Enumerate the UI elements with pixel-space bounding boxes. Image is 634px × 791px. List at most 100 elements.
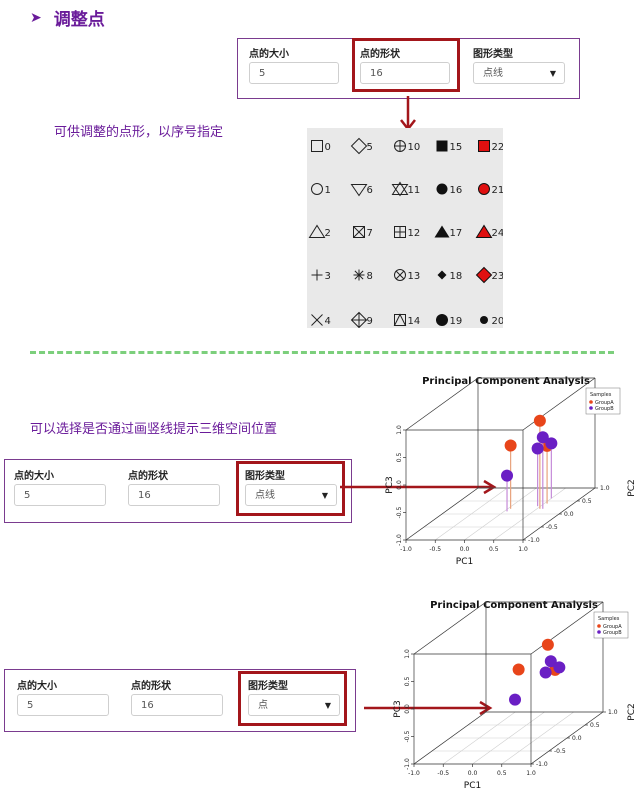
shape-number-label: 17 xyxy=(450,228,463,239)
shape-number-label: 18 xyxy=(450,271,463,282)
size-input[interactable]: 5 xyxy=(249,62,339,84)
y-tick-label: -0.5 xyxy=(404,730,411,742)
x-tick-label: 0.0 xyxy=(468,770,478,777)
z-axis-label: PC2 xyxy=(627,703,634,720)
caret-down-icon: ▼ xyxy=(549,69,556,78)
shape-red-square-icon xyxy=(478,140,490,152)
type-label: 图形类型 xyxy=(248,681,288,692)
chart-title: Principal Component Analysis xyxy=(430,600,598,611)
y-tick-label: 1.0 xyxy=(404,649,411,659)
shape-filled-circle-small-icon xyxy=(480,316,488,324)
shape-circle-x-icon xyxy=(394,269,406,281)
x-tick-label: 0.0 xyxy=(460,546,470,553)
legend-label: GroupB xyxy=(603,630,622,636)
data-point-groupb xyxy=(501,469,514,482)
shape-label: 点的形状 xyxy=(128,471,168,482)
shape-square-triangle-icon xyxy=(393,313,407,326)
shape-number-label: 13 xyxy=(408,271,421,282)
shape-number-label: 6 xyxy=(367,185,373,196)
highlight-box-shape xyxy=(352,38,460,92)
data-point-groupb xyxy=(536,431,549,444)
y-tick-label: 0.5 xyxy=(396,453,403,463)
data-point-groupb xyxy=(545,437,558,450)
y-tick-label: 0.0 xyxy=(396,480,403,490)
data-point-groupa xyxy=(504,439,517,452)
type-select[interactable]: 点线 ▼ xyxy=(245,484,337,506)
size-input[interactable]: 5 xyxy=(17,694,109,716)
data-point-groupb xyxy=(539,666,552,679)
shape-hint: 可供调整的点形，以序号指定 xyxy=(54,125,224,140)
x-tick-label: 1.0 xyxy=(518,546,528,553)
y-axis-label: PC3 xyxy=(393,700,403,717)
data-point-groupa xyxy=(533,414,546,427)
x-axis-label: PC1 xyxy=(464,781,481,791)
type-label: 图形类型 xyxy=(245,471,285,482)
mid-control-panel: 点的大小 5 点的形状 16 图形类型 点线 ▼ xyxy=(4,459,352,523)
floor-gridline xyxy=(493,487,566,541)
top-control-panel: 点的大小 5 点的形状 16 图形类型 点线 ▼ xyxy=(237,38,580,99)
box-edge xyxy=(405,377,479,431)
box-edge xyxy=(413,711,487,765)
shape-filled-circle-large-icon xyxy=(436,314,448,326)
right-arrow-icon xyxy=(340,479,497,495)
shape-star-david-icon xyxy=(391,181,409,197)
type-select[interactable]: 点 ▼ xyxy=(248,694,340,716)
shape-number-label: 12 xyxy=(408,228,421,239)
type-select-value: 点线 xyxy=(483,68,503,79)
z-tick-label: 0.0 xyxy=(572,735,582,742)
shape-square-icon xyxy=(311,140,323,152)
down-arrow-icon xyxy=(400,96,416,132)
size-input[interactable]: 5 xyxy=(14,484,106,506)
pca-chart-points: Principal Component Analysis -1.0 -0.5 0.0 0… xyxy=(393,600,634,791)
legend-label: GroupB xyxy=(595,406,614,412)
shape-number-label: 2 xyxy=(325,228,331,239)
shape-asterisk-icon xyxy=(353,269,365,281)
shape-diamond-icon xyxy=(350,137,368,155)
shape-circle-plus-icon xyxy=(394,140,406,152)
floor-gridline xyxy=(501,711,574,765)
shape-number-label: 15 xyxy=(450,142,463,153)
z-tick-label: 1.0 xyxy=(600,485,610,492)
shape-triangle-down-icon xyxy=(350,184,368,197)
caret-down-icon: ▼ xyxy=(324,701,331,710)
shape-number-label: 5 xyxy=(367,142,373,153)
box-edge xyxy=(405,487,479,541)
y-tick-label: 1.0 xyxy=(396,425,403,435)
shape-input[interactable]: 16 xyxy=(360,62,450,84)
y-tick-label: -0.5 xyxy=(396,506,403,518)
x-tick-label: 0.5 xyxy=(497,770,507,777)
legend-label: GroupA xyxy=(603,624,622,630)
data-point-groupb xyxy=(531,442,544,455)
shape-label: 点的形状 xyxy=(360,49,400,60)
y-axis-label: PC3 xyxy=(385,476,395,493)
legend-title: Samples xyxy=(598,616,620,622)
section-title: ➤ 调整点 xyxy=(30,5,105,31)
type-select-value: 点线 xyxy=(255,490,275,501)
type-select[interactable]: 点线 ▼ xyxy=(473,62,565,84)
z-tick-label: -1.0 xyxy=(536,761,548,768)
mid-hint: 可以选择是否通过画竖线提示三维空间位置 xyxy=(30,422,278,437)
shape-number-label: 7 xyxy=(367,228,373,239)
arrow-bullet-icon: ➤ xyxy=(30,9,42,26)
shape-red-triangle-icon xyxy=(475,224,493,238)
z-tick-label: -0.5 xyxy=(554,748,566,755)
data-point-groupb xyxy=(509,693,522,706)
data-point-groupb xyxy=(553,661,566,674)
shape-input[interactable]: 16 xyxy=(131,694,223,716)
shape-label: 点的形状 xyxy=(131,681,171,692)
caret-down-icon: ▼ xyxy=(321,491,328,500)
legend-marker xyxy=(589,406,593,410)
z-tick-label: 0.0 xyxy=(564,511,574,518)
data-point-groupa xyxy=(512,663,525,676)
shape-number-label: 23 xyxy=(492,271,504,282)
z-tick-label: -0.5 xyxy=(546,524,558,531)
bottom-control-panel: 点的大小 5 点的形状 16 图形类型 点 ▼ xyxy=(4,669,356,732)
shape-number-label: 3 xyxy=(325,271,331,282)
shape-input[interactable]: 16 xyxy=(128,484,220,506)
shape-red-diamond-icon xyxy=(475,266,493,284)
shape-x-icon xyxy=(311,314,323,326)
